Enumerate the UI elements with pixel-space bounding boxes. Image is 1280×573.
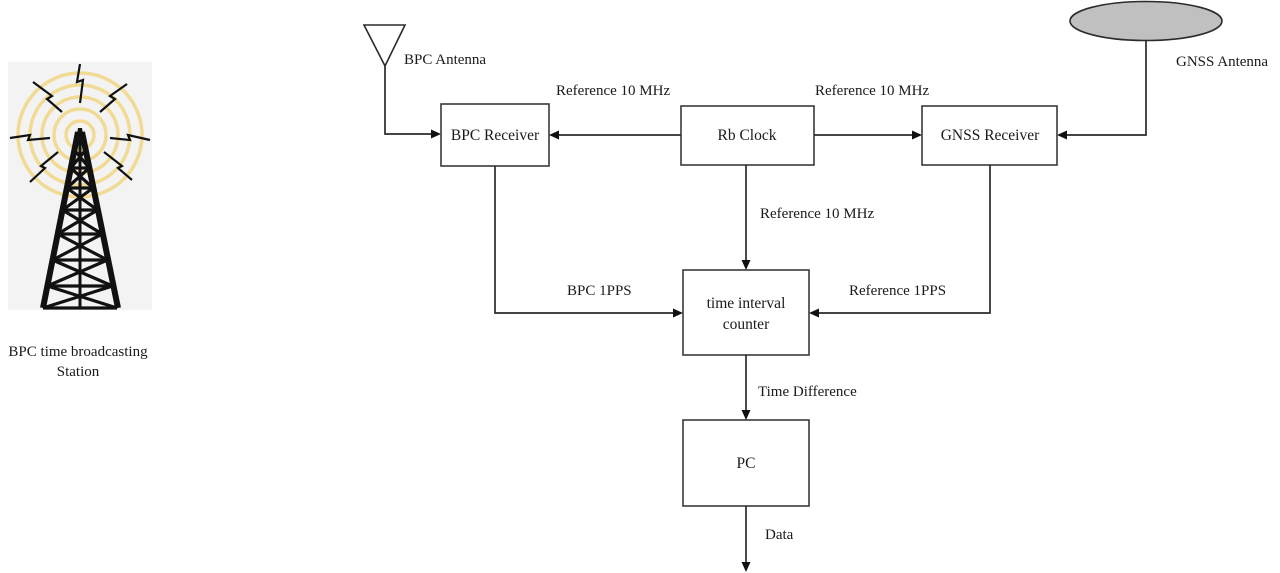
tic-label-line1: time interval bbox=[707, 295, 786, 312]
bpc-antenna-label: BPC Antenna bbox=[404, 52, 486, 68]
arrowhead bbox=[1057, 130, 1067, 140]
bpc-receiver-box[interactable]: BPC Receiver bbox=[440, 103, 550, 167]
station-label-line1: BPC time broadcasting bbox=[8, 344, 148, 360]
edge-bpc-to-tic bbox=[494, 166, 674, 314]
arrowhead bbox=[549, 130, 559, 140]
gnss-receiver-box[interactable]: GNSS Receiver bbox=[921, 105, 1058, 166]
tower-brace bbox=[51, 232, 104, 262]
arrowhead bbox=[741, 410, 751, 420]
tic-label-line2: counter bbox=[723, 316, 770, 333]
tower-brace bbox=[56, 208, 99, 236]
tower-brace bbox=[61, 208, 104, 236]
lightning-bolts bbox=[9, 63, 151, 183]
edge-label-pc-out: Data bbox=[765, 527, 794, 543]
tower-structure bbox=[40, 128, 121, 310]
tower-brace bbox=[61, 186, 95, 212]
bpc-antenna-wire bbox=[384, 66, 433, 135]
tower-brace bbox=[65, 166, 91, 190]
gnss-antenna-icon bbox=[1069, 0, 1223, 42]
dipole-antenna-icon bbox=[362, 24, 407, 68]
arrowhead bbox=[431, 129, 441, 139]
tower-brace bbox=[73, 148, 91, 170]
edge-label-bpc-to-tic: BPC 1PPS bbox=[567, 283, 632, 299]
edge-label-rb-to-tic: Reference 10 MHz bbox=[760, 206, 874, 222]
bpc-receiver-label: BPC Receiver bbox=[451, 127, 540, 144]
rb-clock-box[interactable]: Rb Clock bbox=[680, 105, 815, 166]
tower-brace bbox=[69, 166, 95, 190]
tower-brace bbox=[51, 258, 114, 288]
tower-brace bbox=[56, 232, 109, 262]
time-interval-counter-box[interactable]: time interval counter bbox=[682, 269, 810, 356]
pc-box[interactable]: PC bbox=[682, 419, 810, 507]
edge-label-rb-to-bpc: Reference 10 MHz bbox=[556, 83, 670, 99]
radio-tower-icon: BPC time broadcasting Station bbox=[8, 62, 152, 380]
arrowhead bbox=[809, 308, 819, 318]
rb-clock-label: Rb Clock bbox=[718, 127, 777, 144]
arrowhead bbox=[741, 260, 751, 270]
arrowhead bbox=[912, 130, 922, 140]
tower-brace bbox=[65, 186, 99, 212]
gnss-antenna-label: GNSS Antenna bbox=[1176, 54, 1268, 70]
edge-label-gnss-to-tic: Reference 1PPS bbox=[849, 283, 946, 299]
gnss-receiver-label: GNSS Receiver bbox=[941, 127, 1040, 144]
pc-label: PC bbox=[737, 455, 756, 472]
edge-label-tic-to-pc: Time Difference bbox=[758, 384, 857, 400]
tower-brace bbox=[42, 284, 114, 310]
edge-label-rb-to-gnss: Reference 10 MHz bbox=[815, 83, 929, 99]
edge-gnss-to-tic bbox=[818, 165, 991, 314]
gnss-antenna-wire bbox=[1066, 40, 1147, 136]
arrowhead bbox=[673, 308, 683, 318]
station-label-line2: Station bbox=[57, 364, 100, 380]
tower-brace bbox=[46, 258, 109, 288]
arrowhead bbox=[741, 562, 751, 572]
tower-brace bbox=[69, 148, 87, 170]
